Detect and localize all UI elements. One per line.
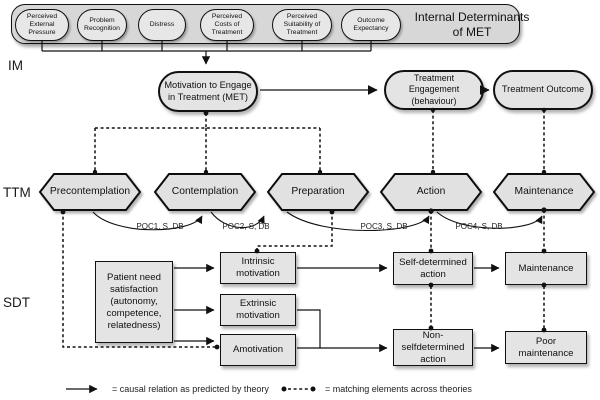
node-amotivation: Amotivation xyxy=(220,334,296,366)
node-met-label: Motivation to Engage in Treatment (MET) xyxy=(164,79,252,102)
node-non-self-determined-label: Non-selfdetermined action xyxy=(401,329,465,365)
node-sdt-maintenance: Maintenance xyxy=(505,252,587,285)
poc3-label: POC3, S, DB xyxy=(360,222,408,231)
factor-label: Outcome Expectancy xyxy=(353,16,389,32)
node-self-determined-label: Self-determined action xyxy=(399,256,467,280)
node-self-determined-action: Self-determined action xyxy=(393,252,473,285)
factor-label: Distress xyxy=(149,20,175,28)
node-extrinsic-motivation: Extrinsic motivation xyxy=(220,294,296,326)
factor-outcome-expectancy: Outcome Expectancy xyxy=(341,9,401,41)
factor-problem-recognition: Problem Recognition xyxy=(77,9,127,41)
stage-action: Action xyxy=(416,186,446,197)
poc4-label: POC4, S, DB xyxy=(455,222,503,231)
node-treatment-engagement-label: Treatment Engagement (behaviour) xyxy=(408,73,460,106)
node-extrinsic-label: Extrinsic motivation xyxy=(236,298,280,321)
line-extrinsic-merge xyxy=(297,309,321,348)
node-poor-maintenance-label: Poor maintenance xyxy=(518,335,574,359)
stage-preparation: Preparation xyxy=(291,186,345,197)
internal-determinants-title: Internal Determinants of MET xyxy=(414,10,530,39)
factor-label: Problem Recognition xyxy=(84,16,120,32)
row-label-sdt: SDT xyxy=(3,295,30,310)
legend-causal-text: = causal relation as predicted by theory xyxy=(112,384,269,394)
node-treatment-outcome-label: Treatment Outcome xyxy=(501,84,585,95)
node-non-self-determined-action: Non-selfdetermined action xyxy=(393,329,473,366)
factor-perceived-external-pressure: Perceived External Pressure xyxy=(15,9,69,41)
factors-to-met-connector xyxy=(41,41,372,65)
factor-label: Perceived Costs of Treatment xyxy=(211,12,243,37)
poc2-label: POC2, S, DB xyxy=(222,222,270,231)
node-sdt-maintenance-label: Maintenance xyxy=(518,262,574,274)
node-treatment-engagement: Treatment Engagement (behaviour) xyxy=(384,70,484,110)
stage-contemplation: Contemplation xyxy=(171,186,239,197)
node-patient-need-label: Patient need satisfaction (autonomy, com… xyxy=(106,272,162,331)
factor-label: Perceived External Pressure xyxy=(26,12,58,37)
row-label-im: IM xyxy=(8,58,23,73)
stage-maintenance: Maintenance xyxy=(514,186,574,197)
node-amotivation-label: Amotivation xyxy=(232,344,284,355)
legend-matching-text: = matching elements across theories xyxy=(325,384,472,394)
stage-precontemplation: Precontemplation xyxy=(49,186,131,197)
node-met: Motivation to Engage in Treatment (MET) xyxy=(158,71,258,112)
node-poor-maintenance: Poor maintenance xyxy=(505,331,587,364)
poc1-label: POC1, S, DB xyxy=(136,222,184,231)
factor-perceived-suitability: Perceived Suitability of Treatment xyxy=(272,9,332,41)
factor-distress: Distress xyxy=(138,9,186,41)
node-patient-need-satisfaction: Patient need satisfaction (autonomy, com… xyxy=(95,261,173,343)
node-treatment-outcome: Treatment Outcome xyxy=(493,70,593,110)
factor-perceived-costs: Perceived Costs of Treatment xyxy=(200,9,254,41)
factor-label: Perceived Suitability of Treatment xyxy=(283,12,321,37)
node-intrinsic-label: Intrinsic motivation xyxy=(236,256,280,279)
row-label-ttm: TTM xyxy=(3,185,31,200)
node-intrinsic-motivation: Intrinsic motivation xyxy=(220,252,296,284)
